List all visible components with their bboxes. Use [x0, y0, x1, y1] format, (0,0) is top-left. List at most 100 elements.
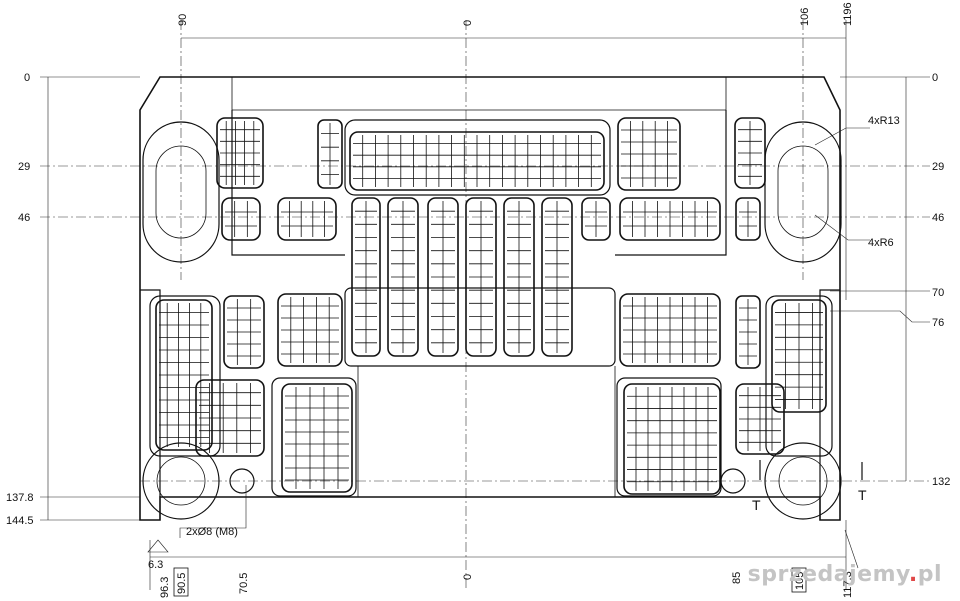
grid-pocket — [735, 383, 785, 455]
grid-pocket-border — [735, 295, 761, 369]
grid-pocket — [541, 197, 573, 357]
grid-pocket-border — [771, 299, 827, 413]
callout-radius-small: 4xR6 — [868, 237, 894, 249]
top-dim-90: 90 — [177, 14, 189, 26]
section-marker-right: T — [858, 487, 867, 503]
top-dim-1196: 1196 — [842, 2, 854, 26]
right-dim-46: 46 — [932, 212, 944, 224]
grid-pocket-border — [427, 197, 459, 357]
grid-pocket — [277, 293, 343, 367]
grid-pocket — [351, 197, 381, 357]
grid-pocket-border — [734, 117, 766, 189]
grid-pocket — [734, 117, 766, 189]
bottom-dim-117-3: 117.3 — [842, 571, 854, 598]
bottom-dim-105-box — [791, 567, 807, 593]
bottom-dim-96-3: 96.3 — [159, 577, 171, 598]
watermark-logo: sprzedajemy.pl — [748, 562, 942, 587]
grid-pocket — [623, 383, 721, 495]
grid-pocket-border — [617, 117, 681, 191]
grid-pocket-border — [351, 197, 381, 357]
right-dim-29: 29 — [932, 161, 944, 173]
right-boss-hole — [778, 456, 828, 506]
watermark-dot: . — [908, 562, 918, 587]
grid-pocket — [349, 131, 605, 191]
slot-holes — [142, 121, 842, 263]
grid-pocket-border — [277, 293, 343, 367]
bottom-dim-70-5: 70.5 — [238, 573, 250, 594]
grid-pocket — [277, 197, 337, 241]
grid-pocket — [581, 197, 611, 241]
dimension-labels: 90 0 106 1196 0 29 46 137.8 144.5 0 29 4… — [6, 2, 950, 598]
grid-pocket-border — [541, 197, 573, 357]
grid-pocket-border — [155, 299, 213, 451]
bottom-dim-90-5: 90.5 — [176, 573, 188, 594]
right-slot-outer — [764, 121, 842, 263]
dimension-lines — [40, 20, 930, 590]
grid-pocket-border — [619, 293, 721, 367]
pocket-outlines — [149, 110, 833, 497]
grid-pocket — [155, 299, 213, 451]
left-slot-inner — [155, 145, 207, 239]
grid-pocket — [387, 197, 419, 357]
grid-pocket-border — [735, 197, 761, 241]
left-dim-46: 46 — [18, 212, 30, 224]
right-slot-inner — [777, 145, 829, 239]
grid-pocket — [771, 299, 827, 413]
grid-pocket — [617, 117, 681, 191]
left-dim-144-5: 144.5 — [6, 515, 34, 527]
right-dim-132: 132 — [932, 476, 950, 488]
grid-pocket — [281, 383, 353, 493]
grid-pocket — [619, 197, 721, 241]
callout-holes: 2xØ8 (M8) — [186, 526, 238, 538]
grid-pocket — [735, 295, 761, 369]
grid-pocket-border — [221, 197, 261, 241]
grid-pocket-border — [581, 197, 611, 241]
left-dim-137-8: 137.8 — [6, 492, 34, 504]
grid-pockets — [155, 117, 827, 495]
grid-pocket-border — [623, 383, 721, 495]
bottom-dim-85: 85 — [731, 572, 743, 584]
grid-pocket-border — [317, 119, 343, 189]
grid-pocket-border — [735, 383, 785, 455]
grid-pocket — [735, 197, 761, 241]
grid-pocket-border — [503, 197, 535, 357]
grid-pocket-border — [216, 117, 264, 189]
bottom-dim-90-5-box — [173, 567, 189, 597]
right-boss — [764, 442, 842, 520]
left-dim-0: 0 — [24, 72, 30, 84]
left-m8-hole — [229, 468, 255, 494]
bottom-dim-105: 105 — [794, 572, 806, 590]
grid-pocket — [619, 293, 721, 367]
watermark-text: sprzedajemy — [747, 562, 909, 587]
left-boss-hole — [156, 456, 206, 506]
grid-pocket-border — [277, 197, 337, 241]
bottom-dim-0: 0 — [462, 574, 474, 580]
grid-pocket-border — [281, 383, 353, 493]
section-marker-left: T — [752, 497, 761, 513]
right-dim-0: 0 — [932, 72, 938, 84]
grid-pocket — [503, 197, 535, 357]
grid-pocket — [465, 197, 497, 357]
watermark-suffix: pl — [917, 562, 942, 587]
grid-pocket-border — [387, 197, 419, 357]
grid-pocket — [221, 197, 261, 241]
left-dim-29: 29 — [18, 161, 30, 173]
right-dim-70: 70 — [932, 287, 944, 299]
top-dim-0: 0 — [462, 20, 474, 26]
grid-pocket — [427, 197, 459, 357]
mounting-bosses — [142, 442, 842, 520]
top-dim-106: 106 — [799, 8, 811, 26]
left-slot-outer — [142, 121, 220, 263]
grid-pocket-border — [223, 295, 265, 369]
part-outline — [139, 76, 841, 521]
callout-radius-large: 4xR13 — [868, 115, 900, 127]
grid-pocket — [216, 117, 264, 189]
bottom-dim-6-3: 6.3 — [148, 559, 163, 571]
grid-pocket — [317, 119, 343, 189]
grid-pocket-border — [195, 379, 265, 457]
right-dim-76: 76 — [932, 317, 944, 329]
grid-pocket — [195, 379, 265, 457]
grid-pocket — [223, 295, 265, 369]
grid-pocket-border — [349, 131, 605, 191]
